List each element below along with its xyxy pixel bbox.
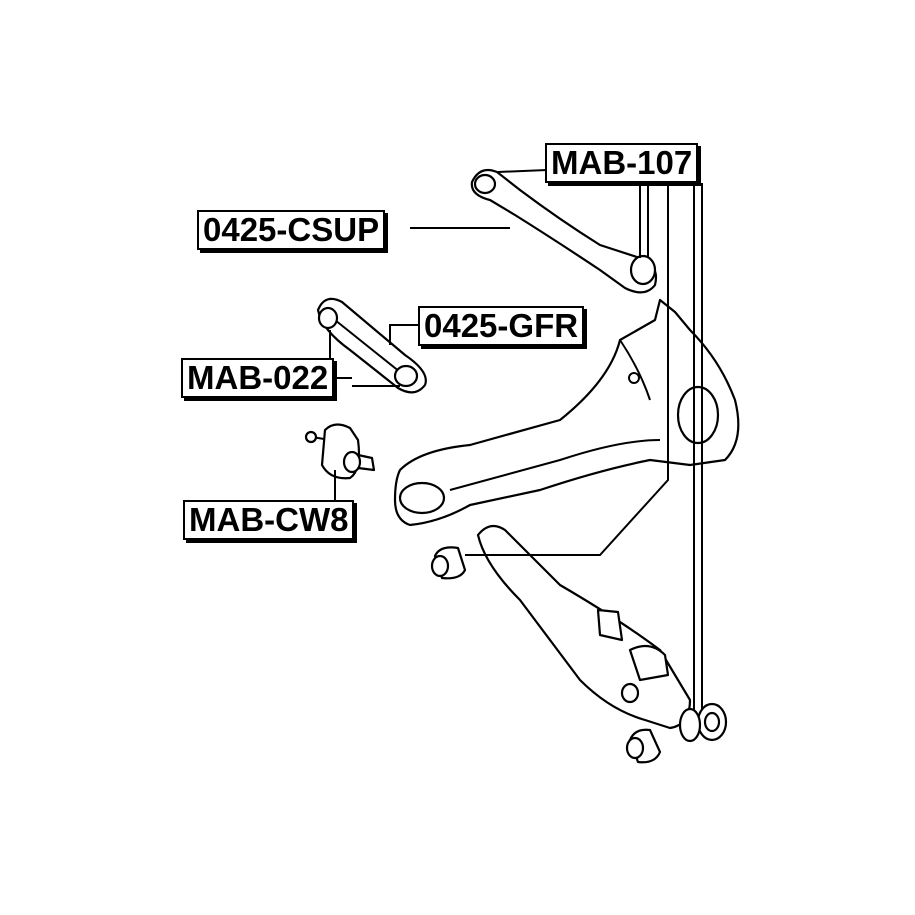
- part-label-mab-cw8: MAB-CW8: [183, 500, 355, 540]
- part-label-mab-107: MAB-107: [545, 143, 699, 183]
- upper-control-arm: [470, 168, 658, 294]
- part-label-mab-022: MAB-022: [181, 358, 335, 398]
- trailing-arm: [393, 298, 740, 527]
- lower-arm: [430, 524, 728, 764]
- bushing-cw8: [304, 423, 376, 480]
- part-label-0425-gfr: 0425-GFR: [418, 306, 585, 346]
- leader-lines: [329, 169, 703, 710]
- lateral-arm: [316, 297, 427, 394]
- part-label-0425-csup: 0425-CSUP: [197, 210, 386, 250]
